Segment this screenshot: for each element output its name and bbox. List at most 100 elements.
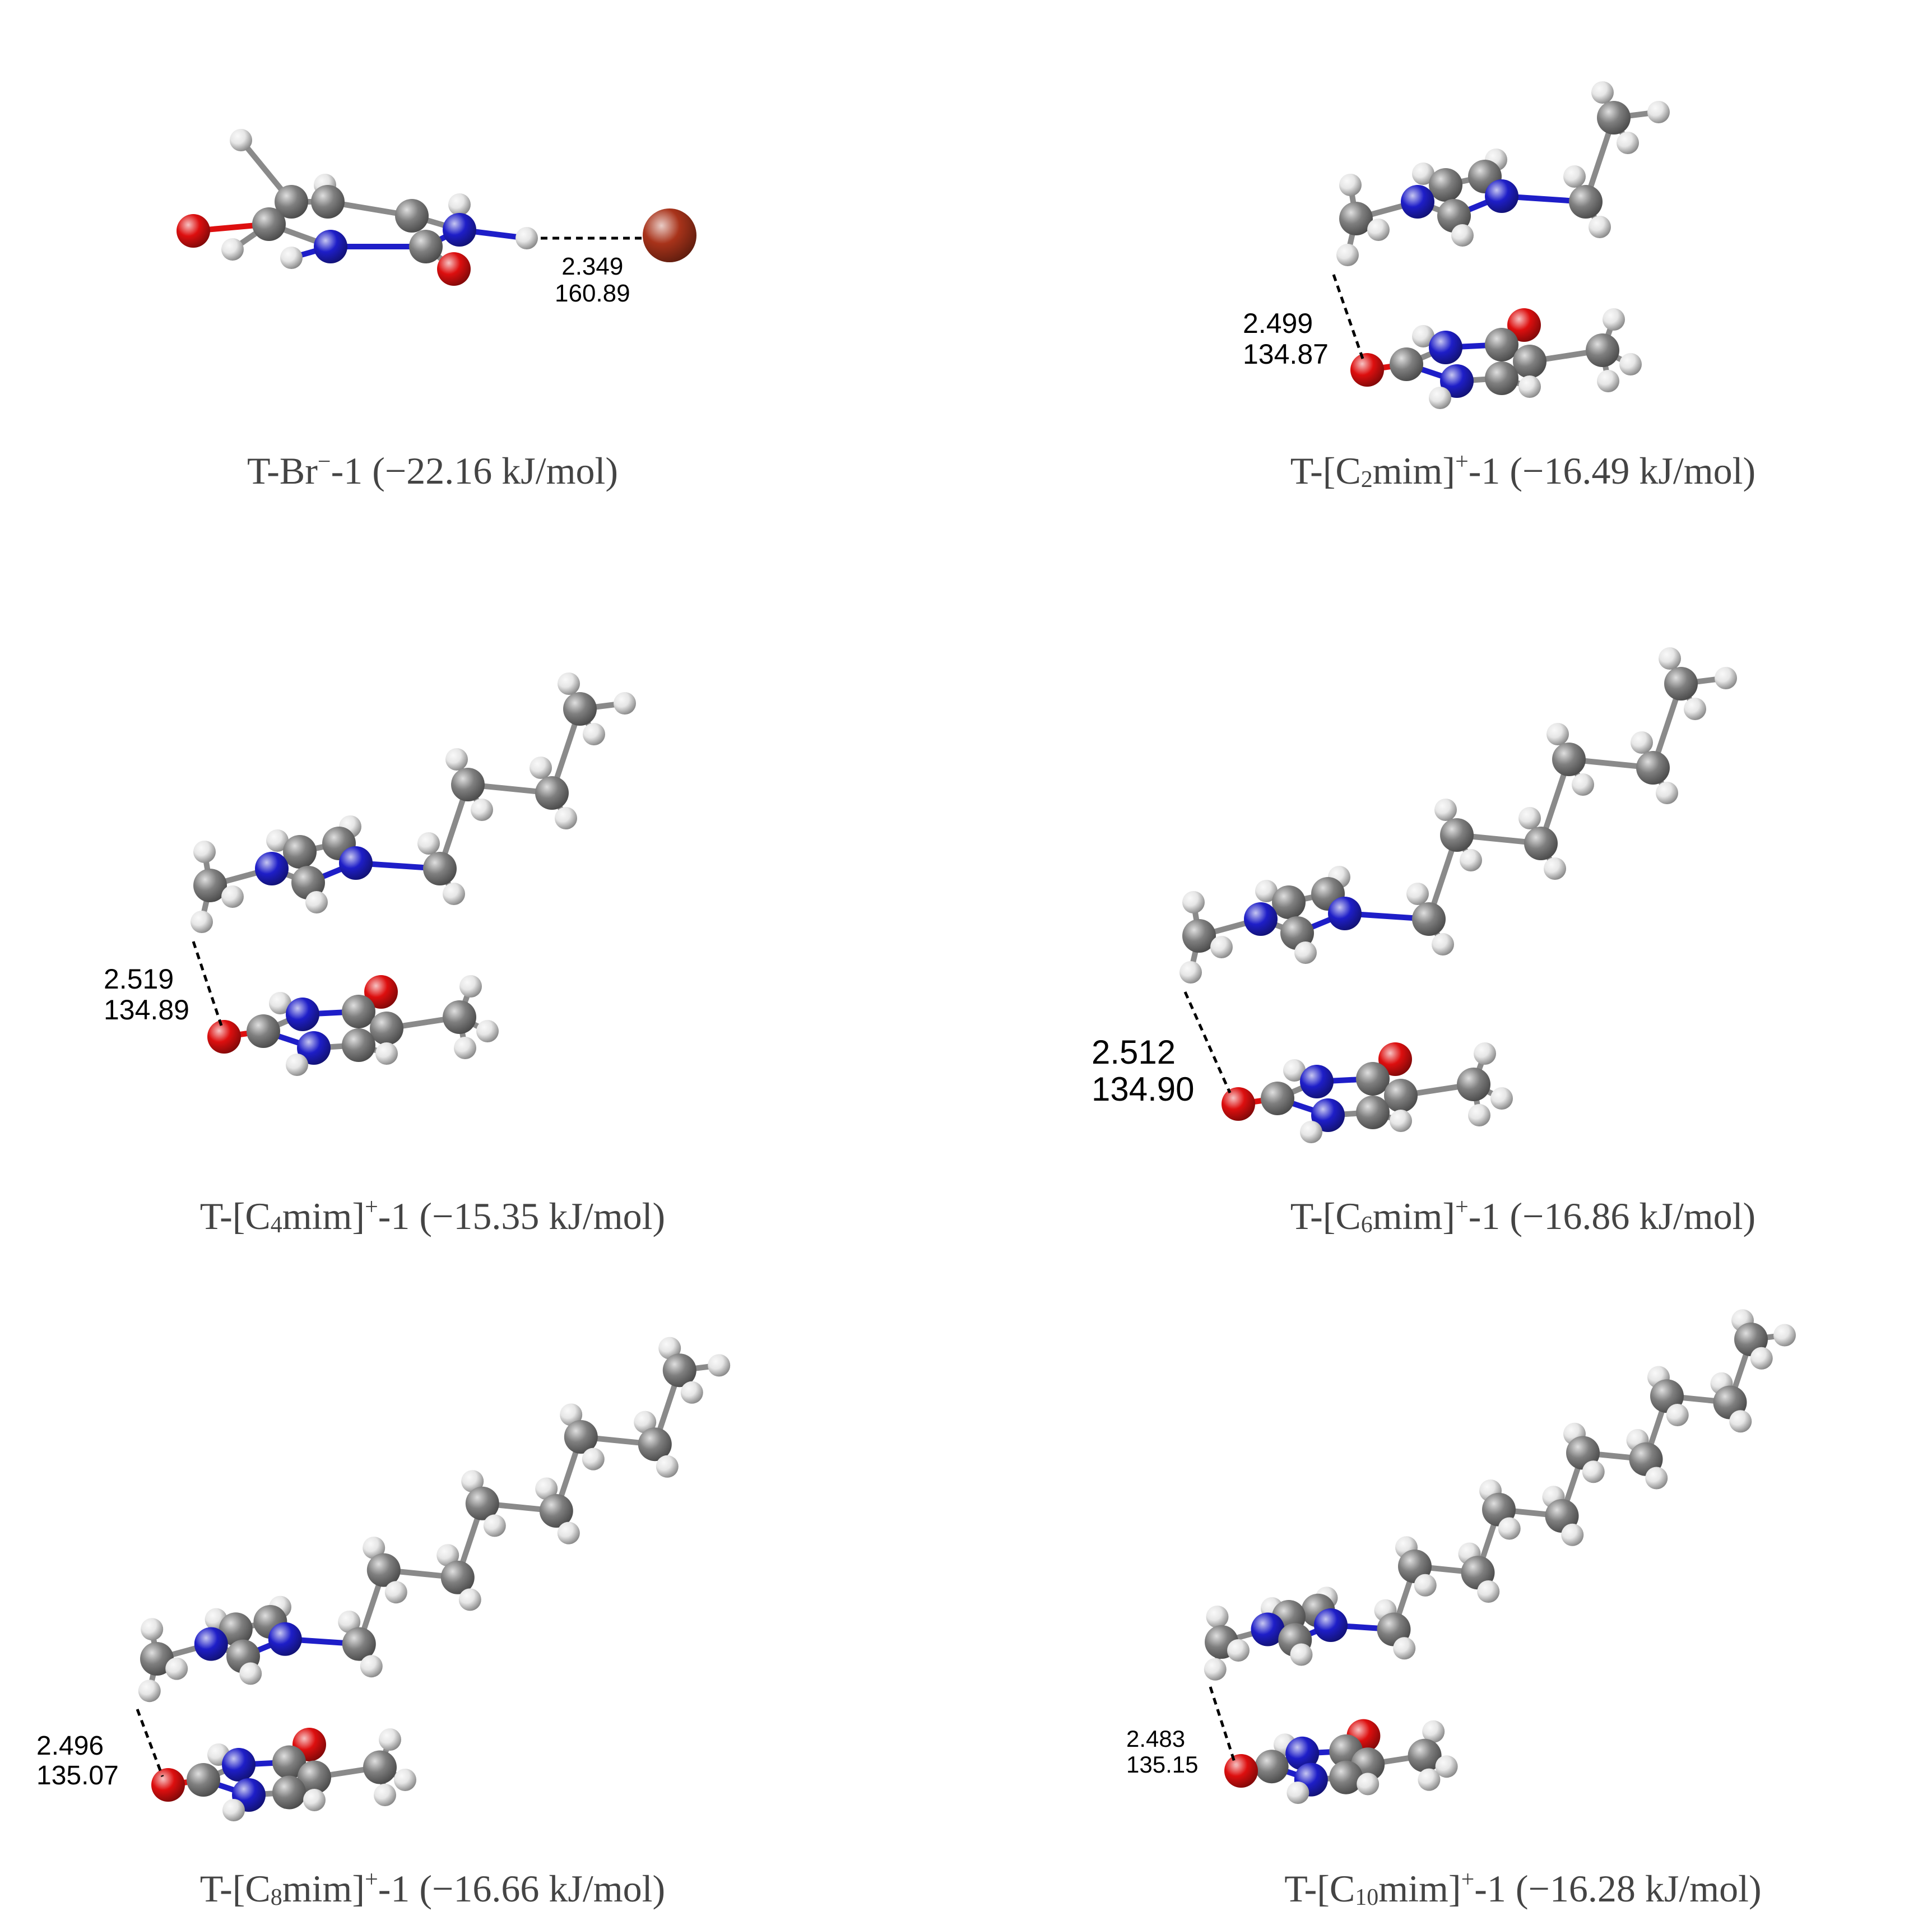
atom-h [560,1403,583,1426]
atom-h [530,757,552,779]
atom-h [1474,1042,1496,1065]
atom-c [1412,902,1446,936]
atom-h [1357,1773,1380,1796]
atom-h [448,193,471,216]
atom-o [1350,353,1384,387]
atom-c [342,1627,376,1661]
atom-h [1468,1104,1490,1126]
atom-c [1485,328,1518,361]
atom-h [1603,308,1625,331]
atom-c [1429,168,1462,202]
atom-c [366,1553,401,1587]
atom-c [443,1000,476,1034]
caption-c2: T-[C2mim]+-1 (−16.49 kJ/mol) [1290,449,1756,493]
atom-c [409,230,443,263]
atom-h [191,911,213,933]
panel-c6 [1179,647,1737,1143]
atom-c [272,1745,306,1779]
atom-c [272,1775,306,1810]
atom-h [1715,667,1737,689]
atom-h [458,1588,481,1611]
atom-c [1636,751,1670,785]
atom-o [1222,1087,1255,1121]
atom-h [379,1728,401,1751]
atom-h [193,841,216,863]
hbond-label-c10: 2.483 135.15 [1126,1725,1198,1778]
hbond-angle: 134.89 [104,994,189,1026]
atom-h [221,885,244,908]
atom-n [1285,1736,1320,1770]
atom-h [360,1655,383,1678]
hbond-angle: 160.89 [555,280,630,308]
atom-h [1518,375,1541,398]
atom-c [1552,743,1586,776]
atom-h [305,891,328,913]
atom-h [1412,163,1434,185]
atom-h [614,692,636,715]
atom-c [563,692,597,726]
atom-c [247,1014,280,1048]
caption-c6: T-[C6mim]+-1 (−16.86 kJ/mol) [1290,1194,1756,1238]
atom-n [1314,1608,1348,1642]
atom-h [221,238,244,261]
atom-h [1645,1467,1668,1490]
atom-h [1563,165,1586,188]
atom-h [280,247,303,269]
atom-c [1524,827,1558,860]
atom-o [437,252,471,286]
atom-c [440,1560,475,1594]
atom-c [1485,361,1518,395]
atom-h [583,723,605,745]
atom-h [374,1784,396,1806]
atom-c [187,1763,220,1797]
atom-h [1451,224,1474,247]
atom-h [1294,941,1317,964]
atom-h [1336,244,1359,266]
panel-br [177,129,696,286]
panel-c4 [191,672,636,1076]
atom-c [564,1420,598,1454]
atom-h [555,807,577,829]
atom-c [342,995,375,1028]
atom-o [1507,308,1541,342]
hbond-label-c8: 2.496 135.07 [36,1731,119,1791]
atom-h [445,748,468,771]
atom-h [138,1680,161,1703]
atom-h [384,1581,407,1604]
atom-h [1589,216,1611,238]
atom-c [1182,919,1216,953]
atom-h [436,1544,459,1567]
atom-h [394,1769,416,1791]
atom-o [207,1020,241,1054]
atom-c [363,1750,397,1784]
atom-h [165,1657,188,1680]
bromide-anion [643,208,696,262]
atom-o [1224,1754,1258,1788]
atom-n [297,1031,331,1065]
atom-h [454,1037,476,1059]
atom-h [658,1337,681,1360]
atom-c [465,1486,499,1520]
atom-h [535,1477,558,1500]
atom-h [483,1514,506,1537]
atom-c [1440,818,1474,852]
atom-h [656,1455,679,1478]
atom-n [339,846,373,880]
atom-h [141,1618,164,1641]
atom-h [1418,1768,1441,1791]
atom-h [1572,773,1594,796]
atom-c [1261,1082,1294,1115]
atom-h [1393,1637,1416,1660]
atom-n [268,1622,302,1656]
atom-c [275,185,308,219]
atom-h [1206,1606,1229,1628]
atom-c [1390,347,1423,381]
hbond-line [136,1709,164,1777]
atom-h [515,227,538,249]
atom-c [370,1012,403,1045]
atom-c [1255,1750,1289,1784]
atom-h [1300,1121,1322,1143]
atom-h [1406,883,1429,905]
atom-h [1204,1658,1227,1681]
